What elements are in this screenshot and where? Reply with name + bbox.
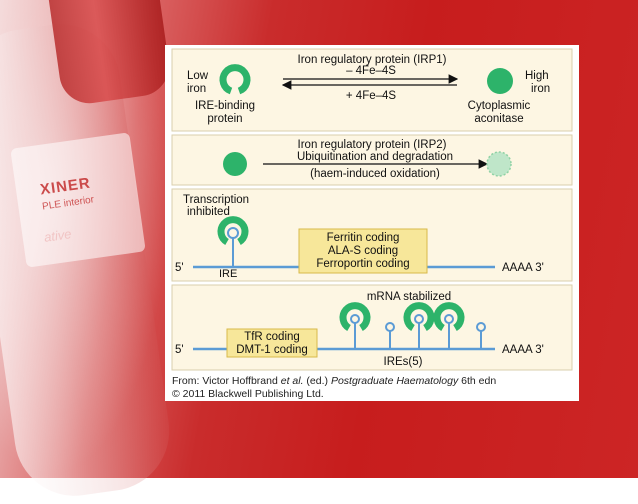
irp2-solid-circle (223, 152, 247, 176)
irp2-title: Iron regulatory protein (IRP2) (298, 139, 447, 151)
dmt1-coding: DMT-1 coding (236, 344, 308, 356)
irp1-arrow-bottom: + 4Fe–4S (346, 90, 397, 102)
high-iron-label: High (525, 70, 549, 82)
transcription-status: Transcription (183, 194, 249, 206)
irp1-open-ring (219, 64, 251, 95)
irp-bound-ring-1 (339, 302, 371, 332)
alas-coding: ALA-S coding (328, 245, 398, 257)
ferroportin-coding: Ferroportin coding (316, 258, 409, 270)
irp2-arrow-bottom: (haem-induced oxidation) (310, 168, 440, 180)
citation-book: Postgraduate Haematology (330, 375, 459, 387)
tfr-coding: TfR coding (244, 331, 300, 343)
mrna-stabilized-status: mRNA stabilized (367, 291, 451, 303)
irp-bound-ring-3 (433, 302, 465, 332)
low-iron-label: Low (187, 70, 209, 82)
ires-label: IREs(5) (384, 356, 423, 368)
low-iron-label-2: iron (187, 83, 206, 95)
three-prime-4: AAAA 3' (502, 344, 544, 356)
aconitase-label: Cytoplasmic (468, 100, 531, 112)
five-prime-3: 5' (175, 262, 184, 274)
citation-prefix: From: Victor Hoffbrand (172, 375, 281, 387)
ire-label: IRE (219, 268, 237, 280)
irp2-degraded-circle (486, 151, 512, 177)
transcription-status-2: inhibited (187, 206, 230, 218)
figure-card: Iron regulatory protein (IRP1) Low iron … (165, 45, 579, 401)
ire-binding-label: IRE-binding (195, 100, 255, 112)
test-tube-cap (47, 0, 173, 108)
coding-box-3 (298, 228, 428, 274)
five-prime-4: 5' (175, 344, 184, 356)
irp2-arrow-top: Ubiquitination and degradation (297, 151, 453, 163)
three-prime-3: AAAA 3' (502, 262, 544, 274)
high-iron-label-2: iron (531, 83, 550, 95)
coding-box-4 (226, 328, 318, 358)
citation-copyright: © 2011 Blackwell Publishing Ltd. (172, 388, 324, 400)
irp1-solid-circle (487, 68, 513, 94)
citation: From: Victor Hoffbrand et al. (ed.) Post… (172, 375, 496, 401)
ferritin-coding: Ferritin coding (327, 232, 400, 244)
irp1-title: Iron regulatory protein (IRP1) (298, 54, 447, 66)
ire-binding-label-2: protein (207, 113, 242, 125)
aconitase-label-2: aconitase (474, 113, 523, 125)
citation-middle: (ed.) (303, 375, 331, 387)
irp-bound-ring (217, 216, 249, 246)
ire-stems (350, 314, 486, 349)
ire-loop (227, 227, 239, 239)
irp-bound-ring-2 (403, 302, 435, 332)
iron-regulation-diagram: Iron regulatory protein (IRP1) Low iron … (171, 48, 573, 371)
citation-suffix: 6th edn (458, 375, 497, 387)
citation-etal: et al. (280, 375, 304, 387)
irp1-arrow-top: – 4Fe–4S (346, 65, 396, 77)
